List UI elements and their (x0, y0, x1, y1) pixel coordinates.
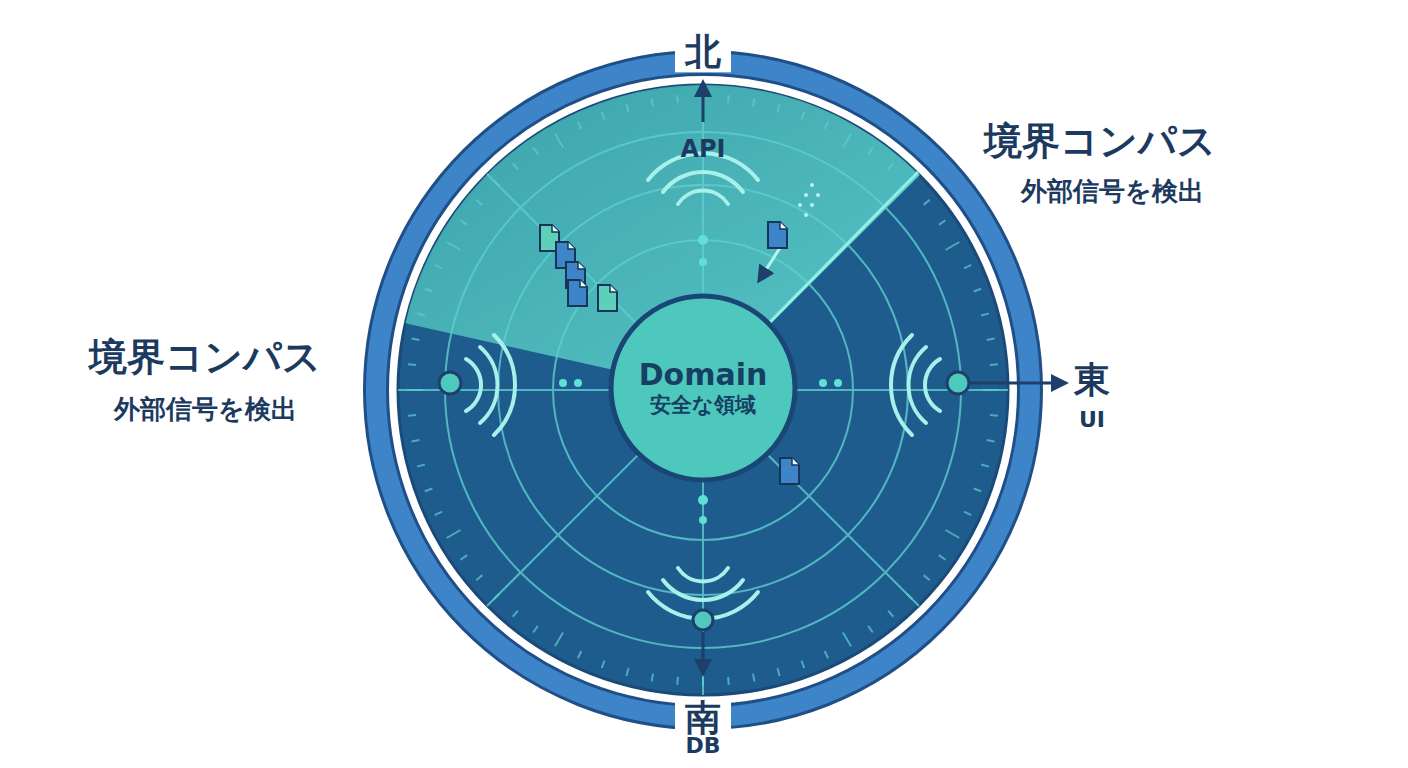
tick (843, 632, 851, 646)
tick (425, 289, 433, 292)
tick (888, 163, 893, 169)
tick (447, 242, 461, 250)
tick (533, 626, 538, 633)
tick (676, 95, 679, 103)
tick (461, 555, 468, 560)
compass-label: 北 (675, 31, 731, 72)
compass-label: UI (1079, 407, 1105, 432)
node-text: 安全な領域 (650, 393, 756, 418)
tick (435, 512, 442, 515)
tick (727, 677, 730, 685)
tick (425, 489, 433, 492)
document-icon (780, 458, 799, 484)
tick (676, 677, 679, 685)
tick (974, 489, 982, 492)
domain-circle: Domain安全な領域 (608, 293, 798, 483)
signal-trail (798, 183, 820, 217)
compass-label: 境界コンパス (89, 336, 321, 380)
signal-arcs (466, 153, 940, 618)
tick (778, 104, 780, 112)
outer-ring (376, 63, 1030, 717)
tick (802, 661, 805, 669)
compass-label: 境界コンパス (984, 120, 1216, 164)
tick (411, 339, 419, 340)
tick (753, 98, 754, 106)
tick (964, 512, 971, 515)
tick (778, 668, 780, 676)
tick (447, 530, 461, 538)
tick (602, 661, 605, 669)
document-icon (768, 222, 787, 248)
tick (476, 575, 482, 580)
tick (408, 363, 416, 366)
tick (602, 112, 605, 120)
circle-shape (611, 296, 795, 480)
tick (435, 265, 442, 268)
node-text: Domain (639, 357, 768, 393)
compass-label: 南 (675, 697, 731, 738)
tick (939, 555, 946, 560)
compass-label: 外部信号を検出 (1021, 177, 1204, 207)
tick (981, 313, 989, 315)
tick (461, 220, 468, 225)
tick (868, 626, 873, 633)
tick (990, 414, 998, 417)
range-rings (398, 85, 1008, 695)
tick (802, 112, 805, 120)
tick (981, 465, 989, 467)
tick (555, 134, 563, 148)
tick (868, 148, 873, 155)
tick (417, 465, 425, 467)
white-ring (392, 79, 1014, 701)
compass-label: 東 (1074, 359, 1110, 400)
document-icon (568, 280, 587, 306)
tick (939, 220, 946, 225)
tick (964, 265, 971, 268)
tick (533, 148, 538, 155)
tick (974, 289, 982, 292)
tick (987, 339, 995, 340)
outer-ring-fill (376, 63, 1030, 717)
tick (990, 363, 998, 366)
tick (411, 440, 419, 441)
tick (578, 651, 581, 658)
tick (578, 122, 581, 129)
tick (825, 122, 828, 129)
signal-dots (559, 235, 842, 524)
compass-label: DB (685, 733, 720, 758)
compass-label: API (680, 136, 725, 164)
tick (513, 611, 518, 617)
tick (843, 134, 851, 148)
port-dots (439, 372, 969, 630)
tick (987, 440, 995, 441)
dial (398, 85, 1008, 695)
tick (825, 651, 828, 658)
document-icon (598, 285, 617, 311)
tick (753, 674, 754, 682)
tick (408, 414, 416, 417)
tick (924, 200, 930, 205)
compass-label: 外部信号を検出 (114, 395, 297, 425)
tick (727, 95, 730, 103)
tick (652, 98, 653, 106)
tick (888, 611, 893, 617)
document-icons (540, 222, 799, 484)
tick (555, 632, 563, 646)
tick (476, 200, 482, 205)
tick (945, 242, 959, 250)
tick (417, 313, 425, 315)
tick (626, 668, 628, 676)
tick (513, 163, 518, 169)
tick (652, 674, 653, 682)
tick (626, 104, 628, 112)
tick (945, 530, 959, 538)
tick (924, 575, 930, 580)
